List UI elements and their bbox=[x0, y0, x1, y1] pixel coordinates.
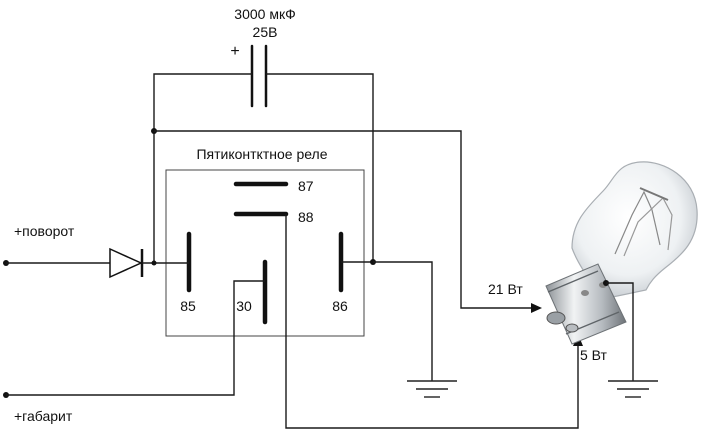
capacitor-value-label: 3000 мкФ bbox=[234, 6, 295, 22]
capacitor-wires bbox=[153, 73, 374, 262]
pin-86-ground-wire bbox=[341, 259, 433, 381]
capacitor bbox=[250, 44, 268, 108]
pin-85-label: 85 bbox=[180, 298, 196, 314]
high-filament-wire bbox=[151, 128, 542, 313]
lamp-ground-wire bbox=[603, 280, 634, 381]
pin-87-label: 87 bbox=[298, 178, 314, 194]
relay-box bbox=[165, 169, 365, 337]
turn-signal-wire bbox=[3, 131, 189, 279]
arrow-21w-icon bbox=[531, 303, 542, 313]
pin-86-label: 86 bbox=[332, 298, 348, 314]
turn-signal-input-label: +поворот bbox=[14, 223, 75, 239]
lamp-high-label: 21 Вт bbox=[488, 281, 523, 297]
parking-wire bbox=[3, 280, 265, 398]
capacitor-plus-label: + bbox=[230, 43, 239, 60]
lamp-ground-icon bbox=[608, 380, 658, 398]
relay-title: Пятиконтктное реле bbox=[196, 146, 327, 162]
bulb-icon bbox=[545, 161, 698, 345]
lamp-low-label: 5 Вт bbox=[580, 347, 608, 363]
low-filament-wire bbox=[285, 214, 583, 429]
diode-icon bbox=[109, 247, 143, 279]
ground-icon bbox=[407, 380, 457, 398]
capacitor-voltage-label: 25В bbox=[253, 24, 278, 40]
pin-30-label: 30 bbox=[236, 298, 252, 314]
parking-light-input-label: +габарит bbox=[14, 408, 73, 424]
pin-88-label: 88 bbox=[298, 209, 314, 225]
